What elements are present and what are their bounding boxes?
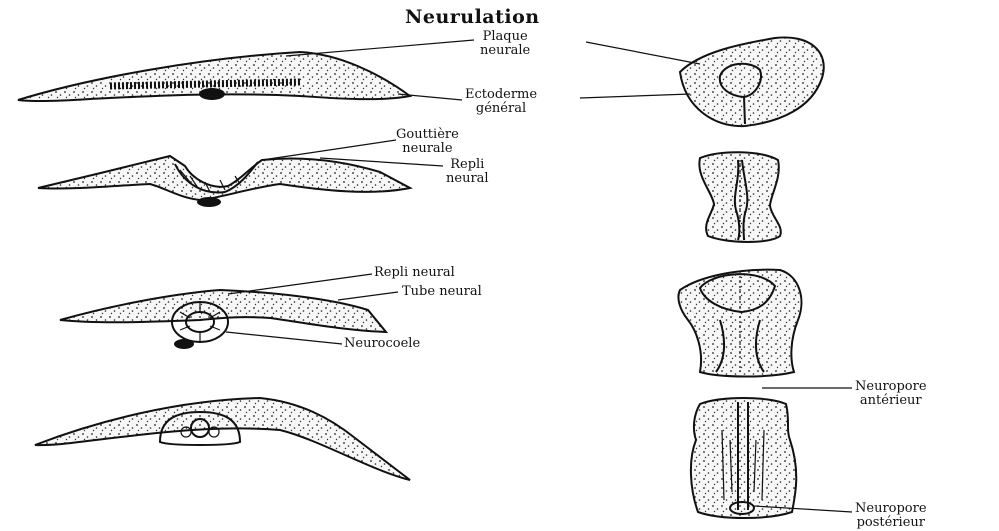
- label-line: général: [465, 102, 537, 116]
- label-line: neurale: [480, 44, 530, 58]
- label-line: Gouttière: [396, 128, 459, 142]
- notochord: [197, 197, 221, 207]
- label-line: postérieur: [855, 516, 927, 530]
- stage1-top-view: [680, 37, 824, 126]
- stage2-top-view: [699, 152, 780, 242]
- stage2-cross-section: [38, 156, 410, 207]
- label-plaque-neurale: Plaque neurale: [480, 30, 530, 58]
- notochord: [174, 339, 194, 349]
- stage3-top-view: [678, 270, 801, 377]
- label-tube-neural: Tube neural: [402, 285, 482, 299]
- label-line: Ectoderme: [465, 88, 537, 102]
- notochord: [199, 88, 225, 100]
- label-neuropore-posterieur: Neuropore postérieur: [855, 502, 927, 530]
- label-neuropore-anterieur: Neuropore antérieur: [855, 380, 927, 408]
- stage3-cross-section: [60, 290, 386, 349]
- label-line: Neuropore: [855, 380, 927, 394]
- label-line: Neuropore: [855, 502, 927, 516]
- label-repli: Repli neural: [446, 158, 489, 186]
- label-line: Repli: [446, 158, 489, 172]
- label-ectoderme-general: Ectoderme général: [465, 88, 537, 116]
- label-line: neural: [446, 172, 489, 186]
- label-line: antérieur: [855, 394, 927, 408]
- label-line: Plaque: [480, 30, 530, 44]
- label-line: neurale: [396, 142, 459, 156]
- stage4-cross-section: [35, 398, 410, 480]
- label-neurocoele: Neurocoele: [344, 337, 420, 351]
- stage1-cross-section: [18, 52, 410, 101]
- label-repli-neural: Repli neural: [374, 266, 455, 280]
- label-gouttiere-neurale: Gouttière neurale: [396, 128, 459, 156]
- stage4-top-view: [691, 398, 796, 518]
